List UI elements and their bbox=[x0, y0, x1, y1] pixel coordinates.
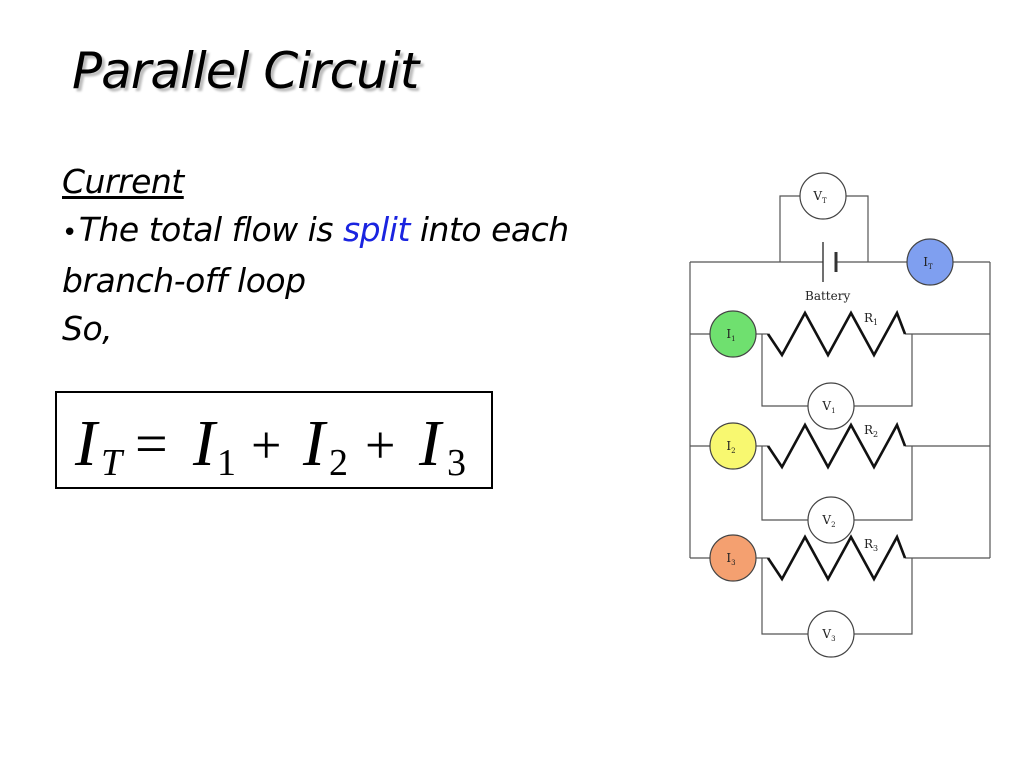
formula-plus1: + bbox=[251, 415, 281, 475]
branch1-v-right bbox=[854, 334, 913, 407]
meters bbox=[709, 172, 954, 658]
v3-label: V3 bbox=[821, 627, 835, 643]
vt-label-sub: T bbox=[822, 197, 827, 205]
formula-term2-sub: 2 bbox=[329, 442, 348, 484]
it-label: IT bbox=[923, 255, 933, 271]
slide-title: Parallel Circuit bbox=[72, 42, 419, 100]
heading-line: Current bbox=[62, 158, 662, 206]
r3-label-sub: 3 bbox=[873, 544, 878, 553]
v1-meter bbox=[807, 382, 855, 430]
i3-label-sub: 3 bbox=[731, 559, 735, 567]
i3-meter bbox=[709, 534, 757, 582]
i2-meter bbox=[709, 422, 757, 470]
meter-labels: VT IT I1 I2 I3 V1 V2 V3 bbox=[726, 189, 933, 643]
vt-meter bbox=[799, 172, 847, 220]
bullet-line: •The total flow is split into each bbox=[62, 206, 662, 257]
formula-term1-sub: 1 bbox=[217, 442, 236, 484]
branch3-v-right bbox=[854, 558, 913, 635]
section-heading: Current bbox=[62, 162, 184, 201]
r1-label-main: R bbox=[864, 311, 874, 325]
v3-label-main: V bbox=[821, 627, 831, 641]
v1-label-main: V bbox=[821, 399, 831, 413]
bullet-icon: • bbox=[62, 218, 77, 248]
v1-label: V1 bbox=[821, 399, 835, 415]
highlight-word: split bbox=[342, 210, 410, 249]
r2-label-main: R bbox=[864, 423, 874, 437]
vt-wire-right bbox=[846, 195, 869, 262]
branch3-v-left bbox=[761, 558, 808, 635]
r2-label: R2 bbox=[864, 423, 878, 439]
resistor-r3 bbox=[766, 533, 907, 582]
formula-term3: I bbox=[418, 407, 444, 480]
formula-term2: I bbox=[302, 407, 328, 480]
i1-meter bbox=[709, 310, 757, 358]
battery-label: Battery bbox=[805, 289, 850, 303]
i2-label-main: I bbox=[726, 439, 731, 453]
circuit-wires bbox=[689, 195, 991, 635]
vt-label: VT bbox=[812, 189, 827, 205]
v2-label: V2 bbox=[821, 513, 835, 529]
v2-label-sub: 2 bbox=[831, 521, 835, 529]
i2-label: I2 bbox=[726, 439, 735, 455]
r1-label-sub: 1 bbox=[873, 318, 878, 327]
resistor-r1 bbox=[766, 309, 907, 358]
branch2-v-right bbox=[854, 446, 913, 521]
vt-wire-left bbox=[779, 195, 800, 262]
i2-label-sub: 2 bbox=[731, 447, 735, 455]
v2-label-main: V bbox=[821, 513, 831, 527]
slide-body: Current •The total flow is split into ea… bbox=[62, 158, 662, 353]
v3-meter bbox=[807, 610, 855, 658]
formula-svg: I T = I 1 + I 2 + I 3 bbox=[74, 407, 466, 484]
branch1-v-left bbox=[761, 334, 808, 407]
v1-label-sub: 1 bbox=[831, 407, 835, 415]
r3-label: R3 bbox=[864, 537, 878, 553]
it-label-main: I bbox=[923, 255, 928, 269]
formula-term3-sub: 3 bbox=[447, 442, 466, 484]
r1-label: R1 bbox=[864, 311, 878, 327]
vt-label-main: V bbox=[812, 189, 822, 203]
it-meter bbox=[906, 238, 954, 286]
bullet-text-post: into each bbox=[409, 210, 569, 249]
it-label-sub: T bbox=[928, 263, 933, 271]
i3-label: I3 bbox=[726, 551, 735, 567]
i1-label: I1 bbox=[726, 327, 735, 343]
branch2-v-left bbox=[761, 446, 808, 521]
v3-label-sub: 3 bbox=[831, 635, 835, 643]
r2-label-sub: 2 bbox=[873, 430, 878, 439]
formula-box: I T = I 1 + I 2 + I 3 bbox=[55, 391, 493, 489]
i1-label-main: I bbox=[726, 327, 731, 341]
bullet-text-pre: The total flow is bbox=[78, 210, 343, 249]
r3-label-main: R bbox=[864, 537, 874, 551]
formula-plus2: + bbox=[365, 415, 395, 475]
v2-meter bbox=[807, 496, 855, 544]
continuation-line: branch-off loop bbox=[62, 261, 306, 300]
i1-label-sub: 1 bbox=[731, 335, 735, 343]
formula-lhs: I bbox=[74, 407, 100, 480]
resistor-r2 bbox=[766, 421, 907, 470]
battery-symbol bbox=[822, 242, 838, 282]
formula-lhs-sub: T bbox=[101, 442, 125, 484]
i3-label-main: I bbox=[726, 551, 731, 565]
so-line: So, bbox=[62, 309, 113, 348]
resistors bbox=[766, 309, 907, 582]
formula-term1: I bbox=[192, 407, 218, 480]
formula-equals: = bbox=[135, 411, 168, 476]
